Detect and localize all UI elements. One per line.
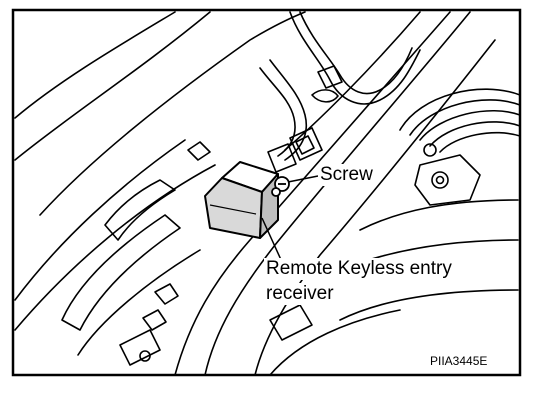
- wiring-harness: [299, 11, 413, 95]
- figure-code: PIIA3445E: [430, 354, 488, 368]
- panel-contour-line: [39, 11, 306, 216]
- lower-bracket: [119, 329, 161, 366]
- panel-tab: [142, 309, 167, 331]
- wiring-harness: [289, 11, 421, 105]
- panel-tab: [187, 141, 211, 161]
- receiver-face-line: [209, 204, 257, 215]
- panel-contour-line: [14, 11, 176, 119]
- connector: [295, 135, 315, 155]
- panel-slot-outline: [61, 214, 181, 331]
- panel-contour-line: [14, 11, 211, 161]
- harness-clip: [311, 89, 339, 103]
- rail-edge: [254, 39, 496, 376]
- screw: [271, 176, 290, 197]
- speaker-rim: [399, 88, 521, 131]
- panel-contour-line: [359, 199, 519, 231]
- wiring-harness: [269, 59, 307, 161]
- receiver-leader-line: [261, 217, 283, 263]
- wiring-harness: [259, 67, 296, 157]
- connector: [267, 143, 297, 173]
- rail-edge: [204, 11, 471, 376]
- lower-bracket: [269, 304, 313, 341]
- panel-tab: [154, 283, 179, 305]
- receiver-module: [204, 161, 279, 239]
- speaker-rim: [409, 99, 521, 136]
- panel-contour-line: [14, 164, 216, 331]
- receiver-callout-line1: Remote Keyless entry: [264, 258, 454, 280]
- screw-callout: Screw: [318, 164, 375, 186]
- bolt-head: [423, 143, 437, 157]
- receiver-callout-line2: receiver: [264, 283, 336, 305]
- panel-contour-line: [14, 139, 186, 301]
- rail-edge: [284, 11, 421, 151]
- panel-slot-outline: [77, 249, 201, 356]
- panel-slot-outline: [104, 179, 176, 241]
- speaker-rim: [419, 109, 521, 141]
- connector: [289, 127, 323, 161]
- panel-contour-line: [339, 289, 519, 321]
- speaker-rim: [439, 131, 521, 153]
- screw-leader-line: [287, 175, 319, 183]
- right-bracket: [414, 154, 481, 206]
- harness-clip: [317, 65, 343, 89]
- bolt-head: [139, 350, 151, 362]
- bolt-head: [435, 175, 445, 185]
- speaker-rim: [429, 121, 521, 147]
- panel-contour-line: [269, 309, 401, 376]
- bolt-head: [431, 171, 449, 189]
